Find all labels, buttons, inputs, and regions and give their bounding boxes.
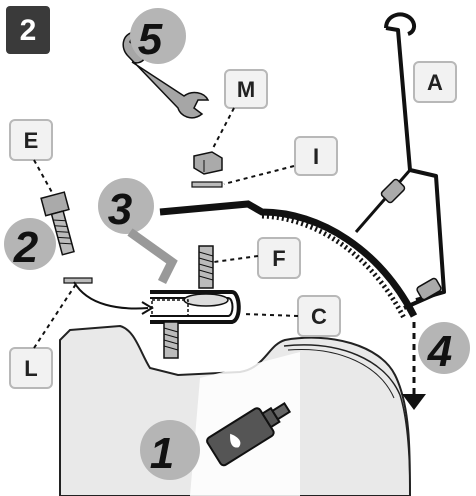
callout-l-label: L <box>24 356 37 381</box>
step-3-marker: 3 <box>98 178 154 234</box>
callout-c-label: C <box>311 304 327 329</box>
callout-m-label: M <box>237 77 255 102</box>
lock-washer-part <box>63 277 93 284</box>
bolt-part <box>40 191 75 256</box>
hook-arm <box>354 12 446 310</box>
callout-e: E <box>9 119 53 161</box>
step-4-label: 4 <box>427 327 452 376</box>
step-2-marker: 2 <box>4 218 56 272</box>
callout-i-label: I <box>313 144 319 169</box>
glue-tube-icon <box>206 402 292 467</box>
callout-i: I <box>294 136 338 176</box>
callout-l: L <box>9 347 53 389</box>
callout-f-label: F <box>272 246 285 271</box>
step-2-label: 2 <box>13 223 39 272</box>
roof-rail <box>159 200 418 320</box>
wire <box>73 281 149 310</box>
nut-part <box>193 151 223 175</box>
callout-m: M <box>224 69 268 109</box>
step-5-marker: 5 <box>130 8 186 64</box>
step-3-label: 3 <box>108 185 132 234</box>
leader-f <box>213 255 259 263</box>
leader-e <box>33 159 55 197</box>
step-5-label: 5 <box>138 15 163 64</box>
step-4-marker: 4 <box>418 322 470 376</box>
hex-key-icon <box>127 228 178 285</box>
bracket-part <box>150 245 241 359</box>
figure-number-badge: 2 <box>6 6 50 54</box>
callout-a-label: A <box>427 70 443 95</box>
leader-c <box>243 313 299 317</box>
leader-i <box>223 165 295 185</box>
callout-f: F <box>257 237 301 279</box>
callout-e-label: E <box>24 128 39 153</box>
roof-panel <box>59 324 411 496</box>
step-1-label: 1 <box>150 429 174 478</box>
arrow-down-icon <box>402 394 426 410</box>
step-1-marker: 1 <box>140 420 200 480</box>
figure-number: 2 <box>20 14 37 47</box>
leader-m <box>211 107 235 151</box>
washer-part <box>191 181 223 188</box>
callout-a: A <box>413 61 457 103</box>
callout-c: C <box>297 295 341 337</box>
